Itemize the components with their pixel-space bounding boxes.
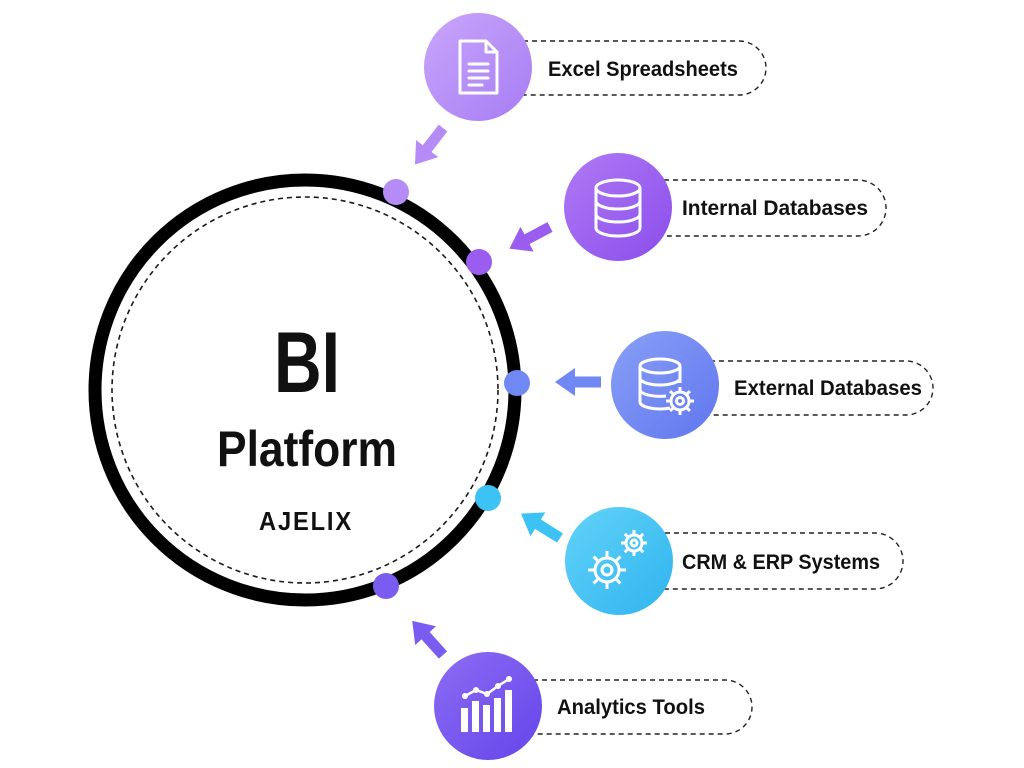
arrow-external (555, 368, 601, 396)
dot-excel (383, 179, 409, 205)
bar-chart-icon (461, 676, 512, 732)
source-crm-erp-systems: CRM & ERP Systems (565, 507, 904, 615)
center-title: BI (274, 315, 340, 411)
icon-circle (565, 507, 673, 615)
arrow-excel (414, 124, 448, 165)
ring-connection-dots (373, 179, 530, 599)
document-icon (458, 39, 499, 95)
database-gear-icon (638, 357, 694, 415)
dot-external (504, 370, 530, 396)
source-internal-databases: Internal Databases (564, 153, 887, 261)
arrow-crm (520, 512, 563, 543)
label-pill (617, 179, 887, 237)
dot-crm (475, 485, 501, 511)
label-pill (487, 679, 753, 735)
arrows (412, 124, 601, 659)
source-label: Analytics Tools (557, 696, 705, 719)
source-label: External Databases (734, 377, 922, 400)
icon-circle (424, 13, 532, 121)
arrow-analytics (412, 620, 448, 659)
arrow-internal (509, 222, 553, 252)
center-subtitle: Platform (217, 421, 397, 477)
brand-logo: AJELIX (259, 506, 353, 536)
dot-analytics (373, 573, 399, 599)
source-label: Internal Databases (682, 197, 868, 220)
source-analytics-tools: Analytics Tools (434, 652, 753, 760)
source-excel-spreadsheets: Excel Spreadsheets (424, 13, 767, 121)
source-label: CRM & ERP Systems (682, 551, 880, 574)
icon-circle (564, 153, 672, 261)
gears-icon (588, 530, 647, 589)
dot-internal (466, 249, 492, 275)
source-external-databases: External Databases (611, 331, 934, 439)
bi-platform-circle: BI Platform AJELIX (88, 173, 522, 607)
database-icon (594, 178, 642, 238)
source-label: Excel Spreadsheets (548, 58, 738, 81)
label-pill (664, 360, 934, 416)
